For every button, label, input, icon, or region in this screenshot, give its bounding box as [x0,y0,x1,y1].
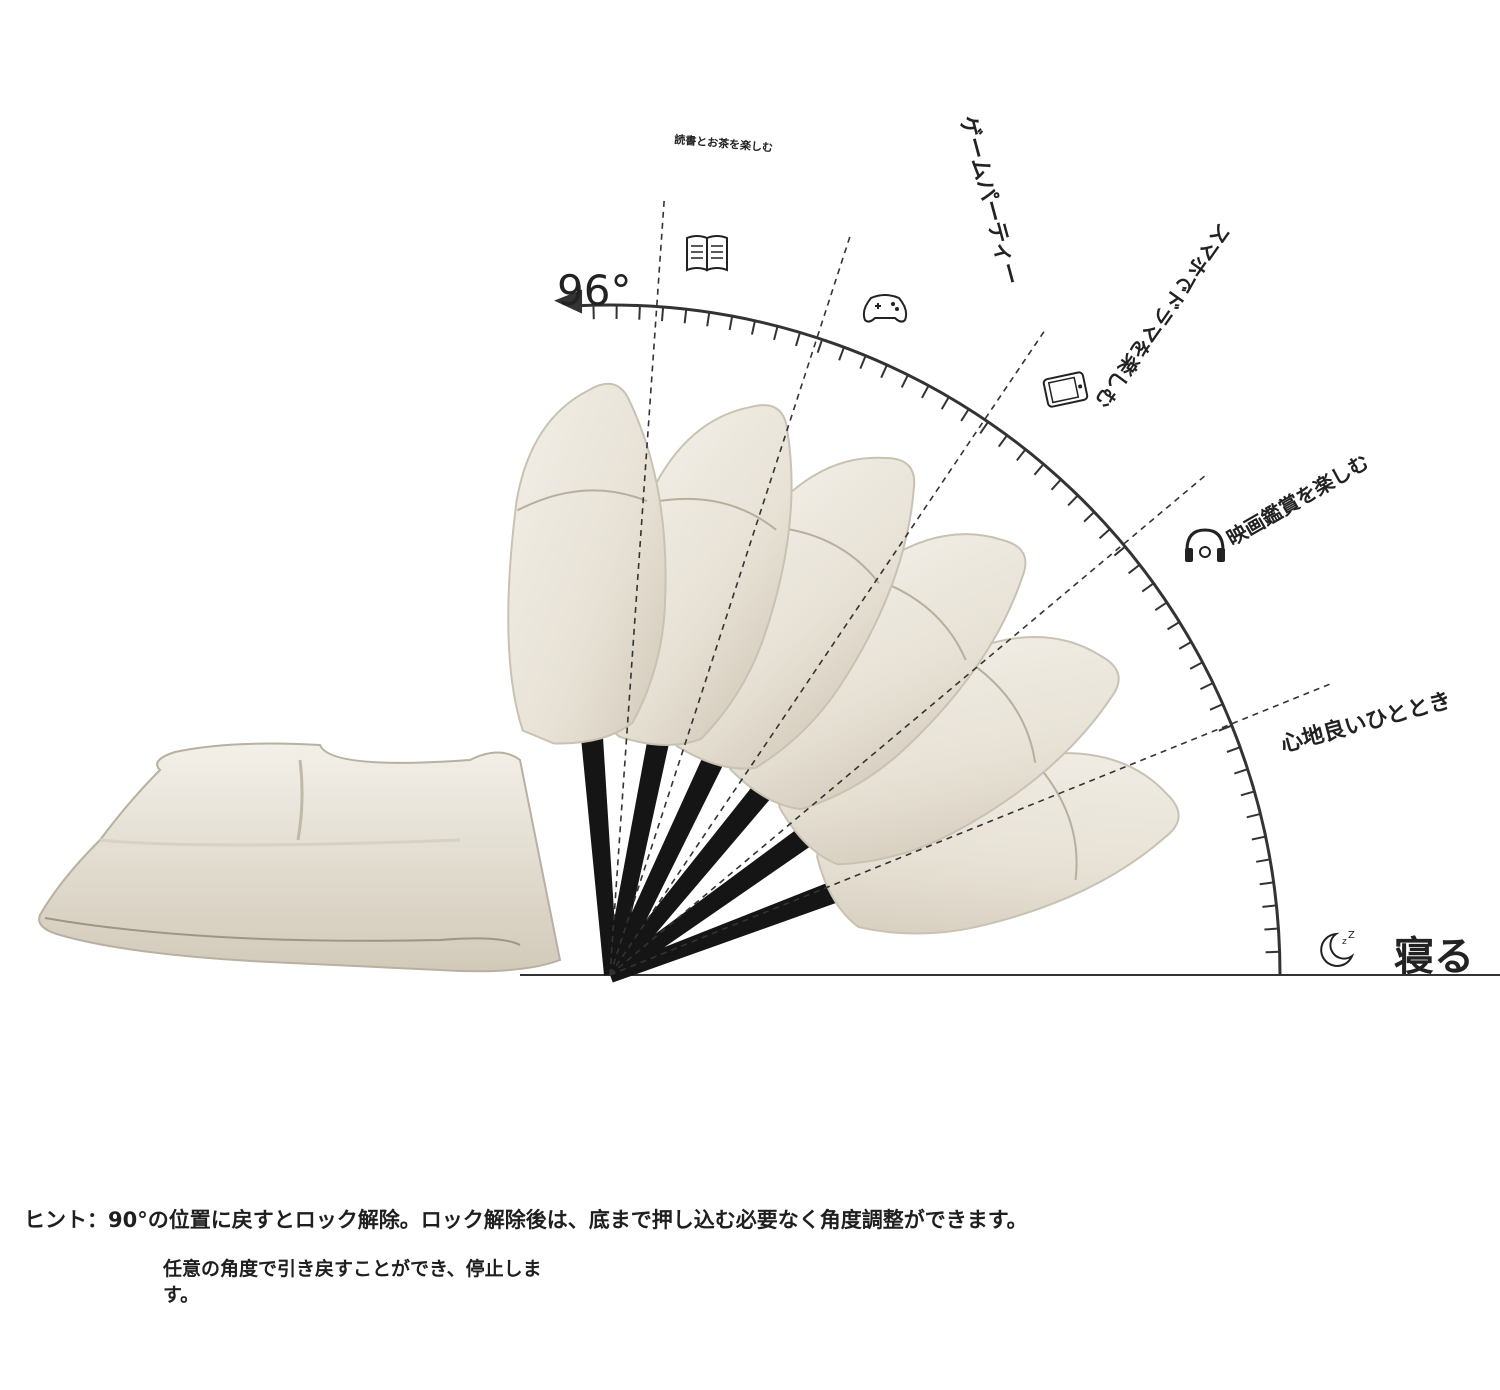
strap [604,678,683,977]
guide-line [609,682,1334,976]
backrest-positions [507,382,1180,983]
strap [604,699,751,979]
scale-tick [1259,881,1274,886]
cushion-seam [648,497,777,531]
label-movie: 映画鑑賞を楽しむ [1223,450,1374,551]
scale-tick [706,312,711,327]
scale-tick [773,326,779,341]
scale-tick [1246,812,1261,819]
scale-tick [1218,724,1233,732]
scale-tick [1251,835,1266,841]
strap [606,791,862,982]
scale-tick [1050,478,1062,491]
scale-tick [859,355,867,370]
scale-tick [921,385,930,399]
scale-tick [1189,661,1204,670]
cushion-body [507,382,667,745]
scale-tick [1233,768,1248,775]
scale-tick [728,316,734,331]
scale-tick [1199,682,1214,691]
scale-tick [1240,790,1255,797]
scale-tick [1167,621,1180,631]
scale-tick [1262,904,1277,908]
svg-text:Z: Z [1348,930,1355,941]
phone-icon [1042,371,1089,408]
label-reading: 読書とお茶を楽しむ [674,132,774,155]
angle-scale [554,289,1282,976]
max-angle-label: 96° [557,266,631,315]
scale-tick [1154,601,1168,612]
scale-tick [1033,463,1045,476]
scale-tick [1098,528,1111,540]
cushion-seam [516,489,648,512]
label-relax: 心地良いひととき [1278,687,1454,757]
scale-tick [1016,448,1027,462]
scale-tick [1128,563,1141,575]
strap [607,859,896,983]
scale-tick [1255,858,1271,863]
scale-tick [979,421,989,435]
scale-tick [638,305,641,320]
seat-cushion [38,742,562,973]
moon-icon: z Z [1320,930,1355,967]
backrest-cushion [507,382,667,976]
scale-arc [579,303,1282,976]
scale-tick [1067,494,1079,507]
label-gaming: ゲームパーティー [954,113,1023,288]
scale-tick [816,339,824,354]
headphones-icon [1185,528,1225,562]
scale-tick [1083,511,1095,523]
label-sleep: 寝る [1394,934,1474,980]
guide-line [609,232,852,976]
scale-tick [997,434,1008,448]
strap [575,675,618,976]
scale-tick [1209,703,1224,711]
scale-tick [838,346,845,361]
scale-tick [880,364,888,379]
scale-tick [900,374,909,388]
strap [605,736,811,981]
book-icon [686,235,728,272]
hint-subtext: 任意の角度で引き戻すことができ、停止します。 [163,1258,542,1306]
scale-tick [660,307,665,322]
scale-tick [1141,582,1155,593]
angle-guides [609,196,1334,976]
svg-text:z: z [1342,937,1347,947]
scale-tick [1264,927,1279,931]
scale-tick [1226,746,1241,753]
guide-line [609,196,666,976]
label-phone: スマホでドラマを楽しむ [1090,219,1236,412]
scale-tick [795,332,801,347]
hint-text: ヒント：90°の位置に戻すとロック解除。ロック解除後は、底まで押し込む必要なく角… [24,1208,1028,1232]
scale-tick [1113,545,1126,557]
scale-tick [750,320,756,335]
scale-tick [1178,641,1192,650]
arrow-head [554,289,583,314]
scale-tick [683,309,688,324]
scale-tick [940,396,950,410]
scale-tick [960,408,970,422]
guide-line [609,327,1047,976]
guide-line [609,473,1209,976]
gamepad-icon [862,294,908,323]
